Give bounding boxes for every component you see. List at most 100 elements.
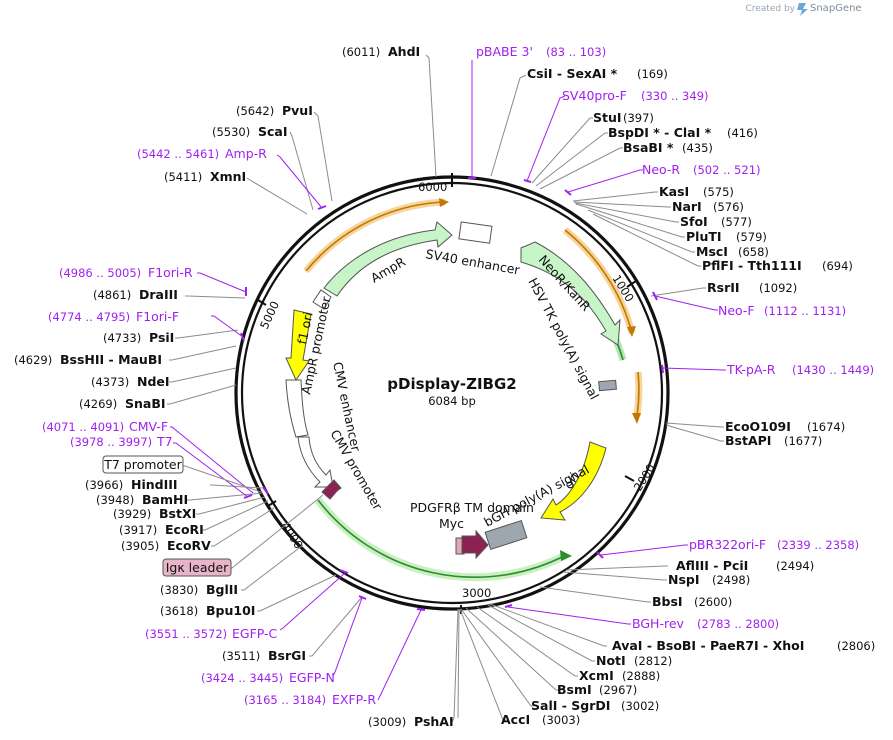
site-bbsi: BbsI [652,594,683,609]
neor-feature [520,241,621,346]
site-acci-pos: (3003) [542,713,580,727]
site-bglii: BglII [206,582,238,597]
orange-arc-left [305,201,446,272]
site-noti-pos: (2812) [634,654,672,668]
primer-t7-pos: (3978 .. 3997) [70,435,152,449]
primer-pbabe3: pBABE 3' [476,44,533,59]
site-ecorv-pos: (3905) [121,539,159,553]
site-ecori: EcoRI [165,522,204,537]
primer-egfp-c-pos: (3551 .. 3572) [145,627,227,641]
site-pshai: PshAI [414,714,454,729]
site-nspi-pos: (2498) [712,573,750,587]
orange-arc-right-arrowhead [627,326,636,337]
site-pluti: PluTI [686,229,722,244]
site-bstxi-pos: (3929) [113,507,151,521]
site-nspi: NspI [668,572,700,587]
primer-neo-f: Neo-F [718,303,755,318]
cmv-promoter-arrow [297,436,334,488]
site-sfoi: SfoI [680,214,708,229]
credit-brand: SnapGene [810,3,862,14]
orange-arc-right2-arrowhead [632,413,641,424]
myc-label: Myc [439,516,464,531]
site-msci-pos: (658) [738,245,769,259]
primer-amp-r-pos: (5442 .. 5461) [137,147,219,161]
site-xmni: XmnI [210,169,246,184]
primer-tk-pa-r-pos: (1430 .. 1449) [792,363,874,377]
site-psii-pos: (4733) [103,331,141,345]
primer-amp-r: Amp-R [225,146,267,161]
site-csii: CsiI - SexAI * [527,66,618,81]
site-bsmi: BsmI [557,682,592,697]
site-pluti-pos: (579) [736,230,767,244]
site-nari-pos: (576) [713,200,744,214]
tick-6000: 6000 [418,180,447,194]
site-snabi-pos: (4269) [79,397,117,411]
ampr-feature [323,221,453,297]
site-scai: ScaI [258,124,288,139]
primer-cmv-f-pos: (4071 .. 4091) [42,420,124,434]
pdgfr-arrow [461,529,489,560]
primer-neo-f-pos: (1112 .. 1131) [764,304,846,318]
primer-sv40pro-f-pos: (330 .. 349) [641,89,709,103]
site-ahdi-pos: (6011) [342,45,380,59]
primer-pbr322ori-f-pos: (2339 .. 2358) [777,538,859,552]
primer-cmv-f: CMV-F [129,419,168,434]
snapgene-logo-icon [797,3,808,16]
sites-left: (6011) AhdI (5642) PvuI (5530) ScaI (541… [14,44,454,729]
site-bstapi: BstAPI [725,433,771,448]
site-bsshii-pos: (4629) [14,353,52,367]
site-acci: AccI [501,712,530,727]
site-bamhi-pos: (3948) [96,493,134,507]
site-ecorv: EcoRV [167,538,211,553]
leaders-left [167,54,459,723]
primer-f1ori-r-pos: (4986 .. 5005) [59,266,141,280]
site-bstapi-pos: (1677) [784,434,822,448]
primer-exfp-r-pos: (3165 .. 3184) [244,693,326,707]
tick-3000: 3000 [462,586,491,600]
primer-bgh-rev: BGH-rev [632,616,685,631]
site-kasi-pos: (575) [703,185,734,199]
site-bsshii: BssHII - MauBI [60,352,162,367]
site-bstxi: BstXI [159,506,196,521]
site-pvui: PvuI [282,103,313,118]
site-avai: AvaI - BsoBI - PaeR7I - XhoI [612,638,804,653]
map-title: pDisplay-ZIBG2 [387,375,516,393]
site-csii-pos: (169) [637,67,668,81]
primer-f1ori-r: F1ori-R [148,265,193,280]
site-afliii: AflIII - PciI [676,558,748,573]
site-ahdi: AhdI [388,44,420,59]
f1ori-label: f1 ori [294,311,315,346]
site-ecoo109i: EcoO109I [725,419,791,434]
site-kasi: KasI [659,184,689,199]
t7-promoter-label: T7 promoter [103,457,182,472]
site-bsmi-pos: (2967) [599,683,637,697]
site-afliii-pos: (2494) [776,559,814,573]
ori-label: ori [561,470,582,492]
site-ndei: NdeI [137,374,170,389]
site-bspdi-pos: (416) [727,126,758,140]
sv40-enhancer-label: SV40 enhancer [424,246,521,277]
site-rsrii-pos: (1092) [759,281,797,295]
leaders-right [457,74,724,721]
green-arc-lower-arrowhead [560,550,572,561]
site-sali-pos: (3002) [621,699,659,713]
site-scai-pos: (5530) [212,125,250,139]
primer-leaders [170,60,726,701]
ampr-promoter-box [312,289,332,310]
site-pflfi-pos: (694) [822,259,853,273]
pdgfr-label: PDGFRβ TM domain [410,500,534,515]
cmv-enhancer-box [285,379,309,438]
primer-pbabe3-pos: (83 .. 103) [546,45,606,59]
site-pflfi: PflFI - Tth111I [702,258,802,273]
site-bsabi-pos: (435) [682,141,713,155]
sv40-enhancer-box [458,221,493,244]
primer-tk-pa-r: TK-pA-R [726,362,776,377]
site-snabi: SnaBI [125,396,166,411]
orange-arc-left-arrowhead [439,198,449,207]
site-bpu10i: Bpu10I [206,603,255,618]
site-pvui-pos: (5642) [236,104,274,118]
site-pshai-pos: (3009) [368,715,406,729]
map-length: 6084 bp [428,394,476,408]
site-hindiii-pos: (3966) [85,478,123,492]
